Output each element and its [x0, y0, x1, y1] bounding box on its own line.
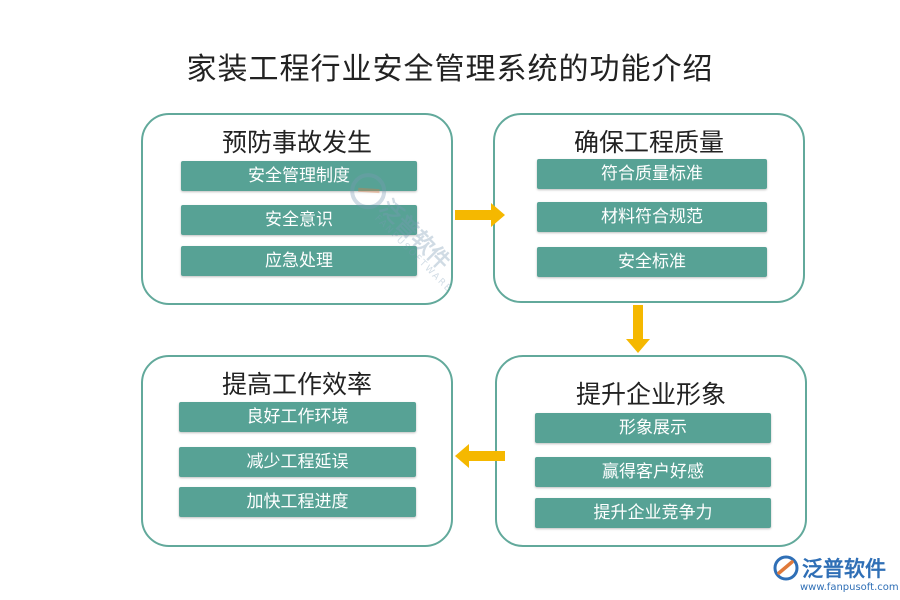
arrow-down-icon [626, 305, 650, 353]
item-good-environment: 良好工作环境 [179, 402, 416, 432]
arrow-right-icon [455, 203, 505, 227]
box-improve-image: 提升企业形象 形象展示 赢得客户好感 提升企业竞争力 [495, 355, 807, 547]
item-safety-management-system: 安全管理制度 [181, 161, 417, 191]
item-safety-awareness: 安全意识 [181, 205, 417, 235]
arrow-left-icon [455, 444, 505, 468]
box-title: 预防事故发生 [221, 128, 372, 157]
diagram-title: 家装工程行业安全管理系统的功能介绍 [186, 52, 714, 87]
box-title: 提高工作效率 [221, 370, 372, 399]
item-meet-quality-standard: 符合质量标准 [537, 159, 767, 189]
item-image-display: 形象展示 [535, 413, 771, 443]
item-emergency-handling: 应急处理 [181, 246, 417, 276]
watermark-logo-icon [350, 173, 387, 210]
watermark: 泛普软件 FANPUSOFTWARE [312, 142, 489, 319]
box-title: 提升企业形象 [575, 380, 726, 409]
box-title: 确保工程质量 [573, 128, 724, 157]
brand-name: 泛普软件 [802, 557, 886, 581]
brand-logo: 泛普软件 www.fanpusoft.com [772, 552, 899, 597]
item-speed-progress: 加快工程进度 [179, 487, 416, 517]
item-competitiveness: 提升企业竞争力 [535, 498, 771, 528]
box-prevent-accidents: 预防事故发生 安全管理制度 安全意识 应急处理 [141, 113, 453, 305]
box-improve-efficiency: 提高工作效率 良好工作环境 减少工程延误 加快工程进度 [141, 355, 453, 547]
box-ensure-quality: 确保工程质量 符合质量标准 材料符合规范 安全标准 [493, 113, 805, 303]
item-win-customers: 赢得客户好感 [535, 457, 771, 487]
brand-logo-icon [773, 555, 799, 581]
item-safety-standard: 安全标准 [537, 247, 767, 277]
item-materials-compliant: 材料符合规范 [537, 202, 767, 232]
brand-url: www.fanpusoft.com [800, 582, 899, 593]
item-reduce-delay: 减少工程延误 [179, 447, 416, 477]
